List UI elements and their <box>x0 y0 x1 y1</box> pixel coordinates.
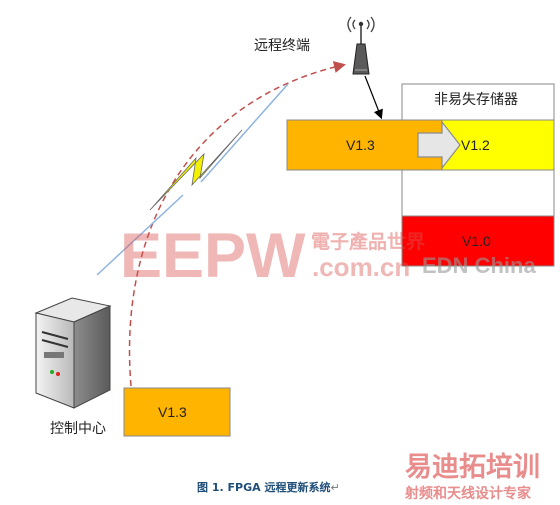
server-icon <box>34 297 112 409</box>
nvm-slot-2-box <box>401 215 555 267</box>
nvm-label: 非易失存储器 <box>434 92 518 108</box>
watermark-edn: EDN China <box>422 253 536 278</box>
figure-caption: 图 1. FPGA 远程更新系统↵ <box>197 479 340 495</box>
control-center-label: 控制中心 <box>50 421 106 437</box>
caption-return-mark: ↵ <box>330 481 340 494</box>
watermark-eepw-domain: .com.cn <box>312 252 410 282</box>
figure-caption-text: 图 1. FPGA 远程更新系统 <box>197 481 331 494</box>
lightning-bolt-icon <box>149 129 243 211</box>
watermark-edu-slogan: 射频和天线设计专家 <box>404 485 532 502</box>
update-path-dashed <box>128 61 346 387</box>
wireless-link-line <box>96 194 184 276</box>
watermark-edu-cn: 易迪拓培训 <box>405 452 540 483</box>
center-version-label: V1.3 <box>158 404 187 420</box>
antenna-icon <box>347 16 375 75</box>
remote-terminal-label: 远程终端 <box>254 38 310 54</box>
watermark-eepw-cn: 電子產品世界 <box>311 230 425 253</box>
nvm-slot-1-label: V1.2 <box>461 137 490 153</box>
antenna-to-terminal-arrow <box>364 75 383 120</box>
wireless-link-line <box>200 83 289 183</box>
transfer-arrow <box>417 120 461 170</box>
watermark-eepw: EEPW <box>120 221 306 291</box>
center-version-box <box>123 387 231 437</box>
terminal-version-label: V1.3 <box>346 137 375 153</box>
nvm-slot-2-label: V1.0 <box>462 233 491 249</box>
